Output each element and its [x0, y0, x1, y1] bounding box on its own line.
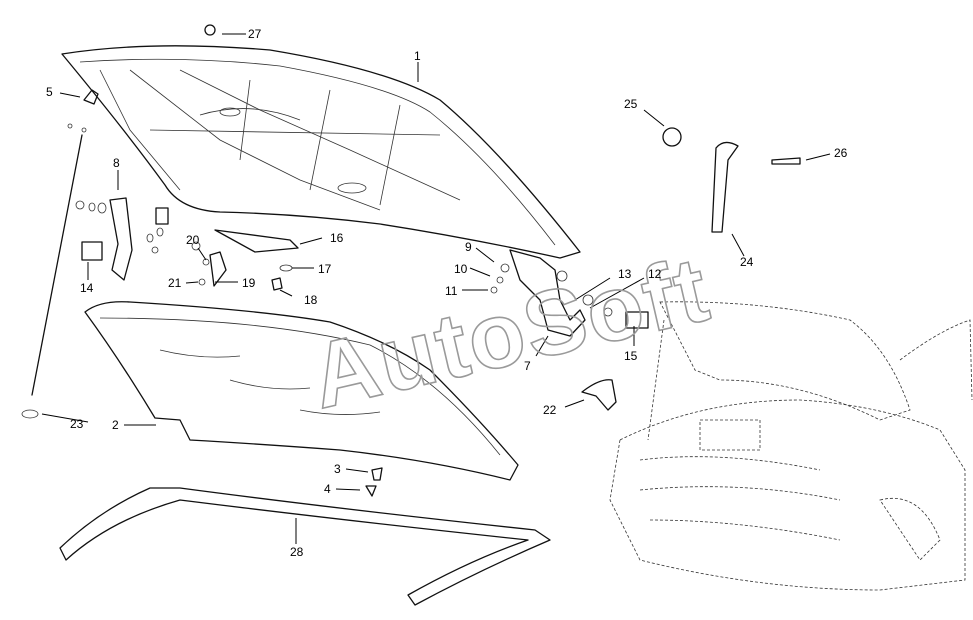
washer-set[interactable]	[75, 200, 169, 254]
hood-frame-part[interactable]	[61, 45, 581, 259]
callout-2: 2	[112, 418, 119, 432]
callout-4: 4	[324, 482, 331, 496]
callout-28: 28	[290, 545, 304, 559]
car-with-open-hood-view	[609, 301, 973, 591]
callout-labels: 1 2 3 4 5 7 8 9 10 11 12 13 14 15 16 17 …	[46, 27, 848, 559]
callout-16: 16	[330, 231, 344, 245]
callout-21: 21	[168, 276, 182, 290]
callout-1: 1	[414, 49, 421, 63]
cable-guide-part[interactable]	[214, 229, 299, 253]
leader-lines	[41, 33, 831, 544]
strut-pin-part[interactable]	[771, 157, 801, 165]
hood-prop-rod[interactable]	[21, 123, 87, 419]
callout-13: 13	[618, 267, 632, 281]
callout-18: 18	[304, 293, 318, 307]
hood-insulation-panel[interactable]	[84, 301, 519, 481]
callout-20: 20	[186, 233, 200, 247]
callout-22: 22	[543, 403, 557, 417]
callout-15: 15	[624, 349, 638, 363]
callout-24: 24	[740, 255, 754, 269]
callout-7: 7	[524, 359, 531, 373]
callout-27: 27	[248, 27, 262, 41]
callout-8: 8	[113, 156, 120, 170]
grommet-part[interactable]	[662, 127, 682, 147]
clip-part[interactable]	[191, 241, 293, 291]
bumper-stop-part[interactable]	[83, 89, 99, 105]
callout-11: 11	[445, 284, 458, 298]
gas-strut-part[interactable]	[711, 141, 739, 233]
callout-12: 12	[648, 267, 662, 281]
hinge-bracket-part[interactable]	[109, 197, 133, 281]
callout-5: 5	[46, 85, 53, 99]
callout-25: 25	[624, 97, 638, 111]
callout-3: 3	[334, 462, 341, 476]
callout-23: 23	[70, 417, 84, 431]
hood-weatherstrip-seal[interactable]	[59, 487, 551, 606]
latch-bracket-part[interactable]	[81, 241, 103, 261]
latch-cover-part[interactable]	[625, 311, 649, 329]
callout-17: 17	[318, 262, 332, 276]
deflector-part[interactable]	[581, 379, 617, 411]
retainer-clip-part[interactable]	[204, 24, 216, 36]
bolt-part[interactable]	[365, 467, 383, 497]
callout-26: 26	[834, 146, 848, 160]
callout-19: 19	[242, 276, 256, 290]
callout-9: 9	[465, 240, 472, 254]
latch-assembly-part[interactable]	[490, 249, 613, 337]
callout-14: 14	[80, 281, 94, 295]
release-lever-part[interactable]	[209, 251, 227, 287]
callout-10: 10	[454, 262, 468, 276]
